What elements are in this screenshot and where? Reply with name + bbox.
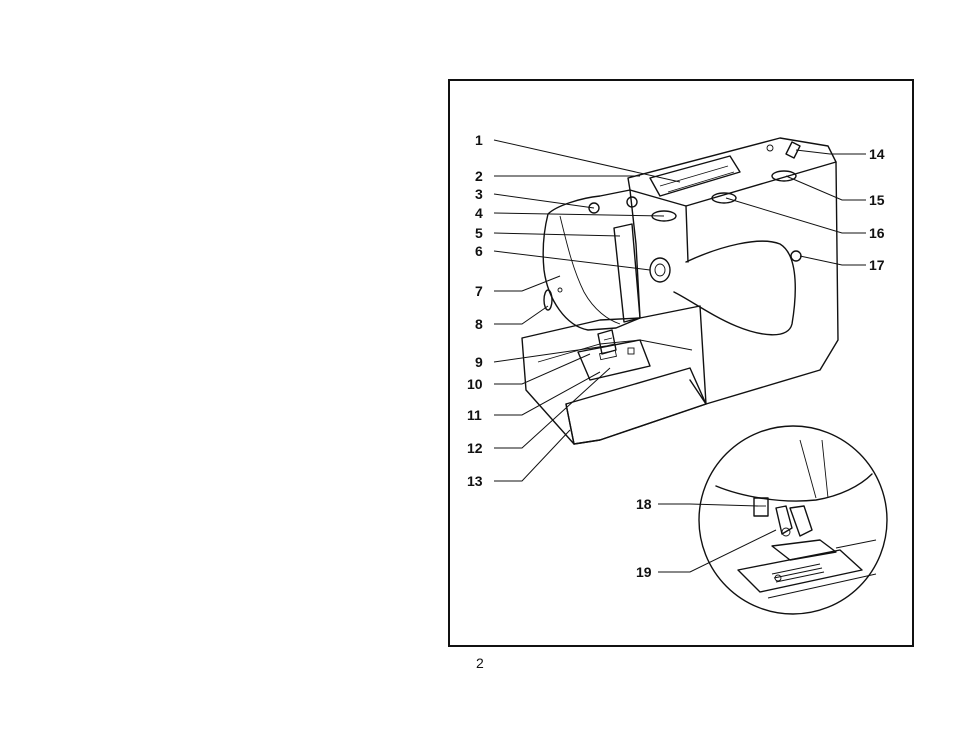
callout-14: 14 (869, 146, 885, 162)
callout-11: 11 (467, 407, 482, 423)
callout-13: 13 (467, 473, 483, 489)
sewing-machine-drawing (522, 138, 838, 444)
callout-2: 2 (475, 168, 483, 184)
callout-4: 4 (475, 205, 483, 221)
arm-opening (674, 241, 795, 335)
needle-plate-detail (738, 550, 862, 592)
needle-plate (578, 340, 650, 380)
inset-detail (699, 426, 887, 614)
callout-12: 12 (467, 440, 483, 456)
spool-dial (772, 171, 796, 181)
callout-3: 3 (475, 186, 483, 202)
pattern-selector-dial (650, 258, 670, 282)
front-head (543, 190, 640, 330)
side-knob (544, 290, 552, 310)
presser-foot (598, 330, 616, 354)
callout-15: 15 (869, 192, 885, 208)
extension-table (566, 404, 574, 444)
callout-8: 8 (475, 316, 483, 332)
inset-circle (699, 426, 887, 614)
callout-1: 1 (475, 132, 483, 148)
presser-foot-lifter (754, 498, 768, 516)
callout-6: 6 (475, 243, 483, 259)
callout-19: 19 (636, 564, 652, 580)
page-number: 2 (476, 655, 484, 671)
reverse-button (791, 251, 801, 261)
inset-content (716, 440, 876, 598)
callout-17: 17 (869, 257, 885, 273)
callout-10: 10 (467, 376, 483, 392)
callout-16: 16 (869, 225, 885, 241)
callout-7: 7 (475, 283, 483, 299)
callout-5: 5 (475, 225, 483, 241)
callout-9: 9 (475, 354, 483, 370)
callout-18: 18 (636, 496, 652, 512)
